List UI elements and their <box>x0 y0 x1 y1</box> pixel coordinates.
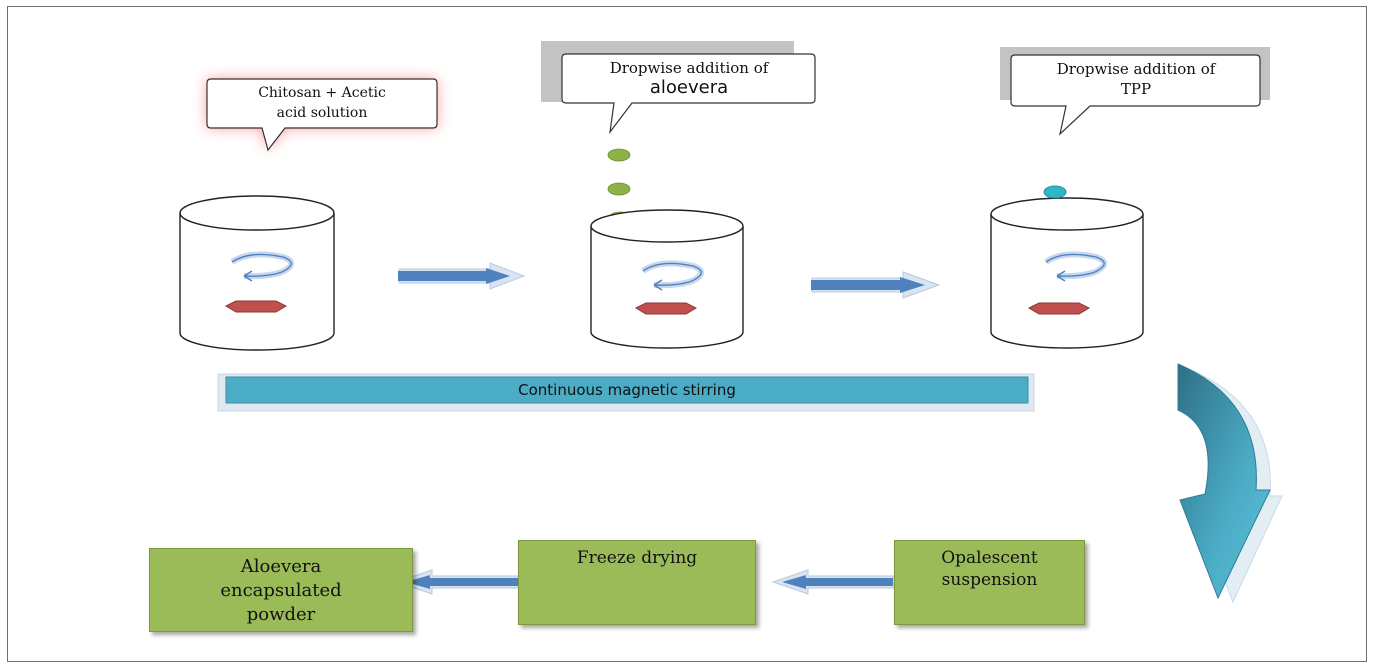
aloevera-drop <box>607 182 631 196</box>
bubble-tpp-text: Dropwise addition of TPP <box>1014 59 1258 99</box>
bubble-aloevera-line1: Dropwise addition of <box>609 59 769 77</box>
bubble-aloevera-text: Dropwise addition of aloevera <box>565 58 813 98</box>
box-powder-line2: encapsulated <box>220 580 342 601</box>
bubble-tpp <box>1000 47 1270 136</box>
box-powder-line3: powder <box>246 604 316 625</box>
stir-swirl-icon <box>230 251 295 282</box>
stir-bar-icon <box>634 302 698 315</box>
arrow-left-icon <box>395 569 521 595</box>
box-freeze-drying: Freeze drying <box>518 540 756 625</box>
box-opalescent-line2: suspension <box>941 570 1038 590</box>
beaker-2 <box>590 209 744 349</box>
diagram-frame <box>7 6 1367 662</box>
bubble-chitosan-line1: Chitosan + Acetic <box>258 85 386 101</box>
beaker-3 <box>990 185 1144 349</box>
beaker-1 <box>179 195 335 351</box>
stirring-band <box>217 373 1035 412</box>
stirring-band-label: Continuous magnetic stirring <box>518 381 736 399</box>
bubble-tpp-line1: Dropwise addition of <box>1056 60 1216 78</box>
stir-swirl-icon <box>641 260 705 291</box>
arrow-left-icon <box>771 569 895 595</box>
curved-arrow-icon <box>1177 363 1283 604</box>
bubble-aloevera-line2: aloevera <box>649 77 729 98</box>
bubble-chitosan-text: Chitosan + Acetic acid solution <box>210 83 434 123</box>
bubble-aloevera <box>541 41 816 135</box>
bubble-chitosan-line2: acid solution <box>276 105 368 121</box>
box-opalescent-line1: Opalescent <box>941 548 1038 568</box>
box-powder-line1: Aloevera <box>240 556 322 577</box>
aloevera-drop <box>607 148 631 162</box>
arrow-right-icon <box>398 262 526 290</box>
stir-bar-icon <box>1027 302 1091 315</box>
bubble-chitosan <box>206 78 438 152</box>
stir-bar-icon <box>224 300 288 313</box>
box-aloevera-powder: Aloevera encapsulated powder <box>149 548 413 632</box>
box-opalescent-suspension: Opalescent suspension <box>894 540 1085 625</box>
stir-swirl-icon <box>1044 251 1108 282</box>
box-freeze-line1: Freeze drying <box>576 548 698 568</box>
bubble-tpp-line2: TPP <box>1120 80 1152 98</box>
arrow-right-icon <box>811 271 941 299</box>
